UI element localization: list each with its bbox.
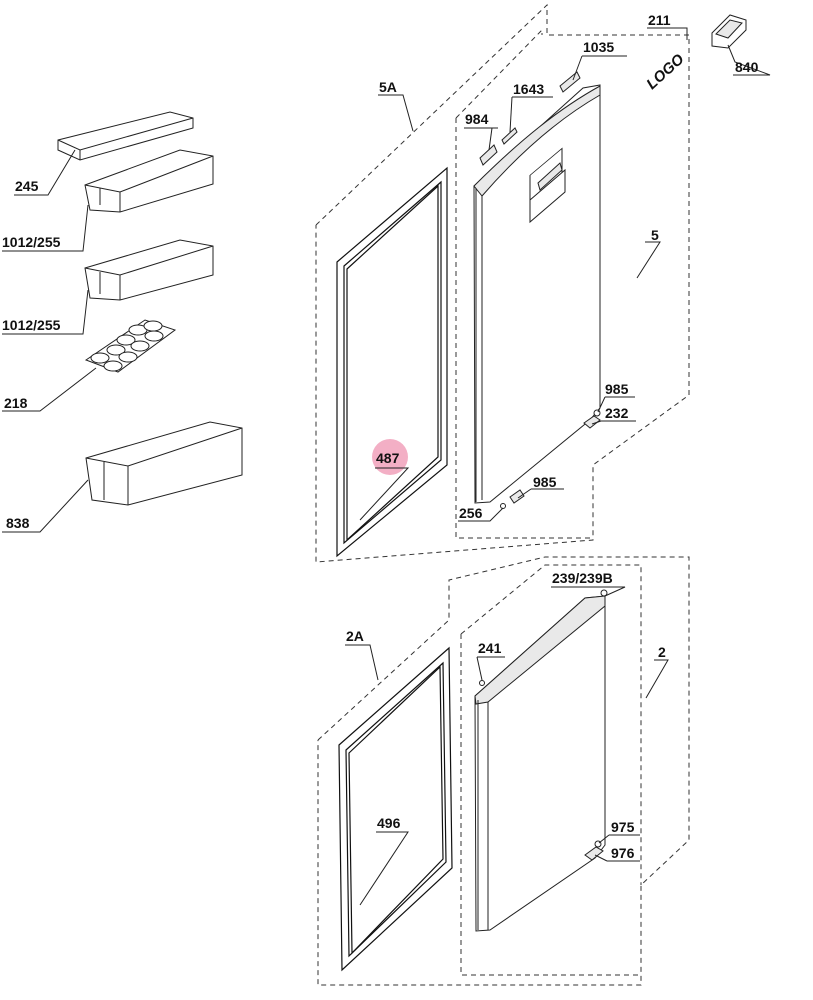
- leader-lines: [2, 27, 771, 906]
- label-985-upper[interactable]: 985: [605, 381, 629, 397]
- label-245[interactable]: 245: [15, 178, 39, 194]
- label-840[interactable]: 840: [735, 59, 759, 75]
- label-1035[interactable]: 1035: [583, 39, 614, 55]
- highlight-marker-487: [372, 439, 408, 475]
- label-487[interactable]: 487: [376, 450, 400, 466]
- label-5[interactable]: 5: [651, 227, 659, 243]
- label-241[interactable]: 241: [478, 640, 502, 656]
- label-985-lower[interactable]: 985: [533, 474, 557, 490]
- part-245-shelf-cover[interactable]: [57, 111, 194, 161]
- label-1012-255-upper[interactable]: 1012/255: [2, 234, 61, 250]
- label-2[interactable]: 2: [658, 644, 666, 660]
- upper-door-display-window: [529, 162, 566, 224]
- label-232[interactable]: 232: [605, 405, 629, 421]
- label-1643[interactable]: 1643: [513, 81, 544, 97]
- label-975[interactable]: 975: [611, 819, 635, 835]
- part-1012-255-door-bin-lower[interactable]: [84, 239, 214, 301]
- part-838-large-door-bin[interactable]: [85, 421, 243, 506]
- part-1012-255-door-bin-upper[interactable]: [84, 149, 214, 213]
- upper-door-hinge-parts: [500, 409, 601, 509]
- part-1643-strip: [501, 127, 518, 145]
- label-239-239B[interactable]: 239/239B: [552, 570, 613, 586]
- part-984-bracket: [479, 144, 498, 166]
- part-1035-handle-insert: [559, 71, 581, 93]
- lower-door-gasket[interactable]: [338, 646, 453, 972]
- label-976[interactable]: 976: [611, 845, 635, 861]
- label-256[interactable]: 256: [459, 505, 483, 521]
- lower-door-dashed-outlines: [317, 556, 690, 986]
- lower-door-top-hinge: [479, 589, 608, 686]
- part-218-egg-tray[interactable]: [84, 319, 177, 373]
- part-labels: 211 840 1035 LOGO 5A 1643 984 5 985 232 …: [2, 12, 759, 861]
- label-838[interactable]: 838: [6, 515, 30, 531]
- label-1012-255-lower[interactable]: 1012/255: [2, 317, 61, 333]
- label-5A[interactable]: 5A: [379, 79, 397, 95]
- label-496[interactable]: 496: [377, 815, 401, 831]
- upper-door-gasket[interactable]: [336, 166, 448, 558]
- upper-door-dashed-outlines: [315, 3, 690, 563]
- part-840-display-module: [711, 14, 747, 49]
- lower-door-bottom-hinge: [584, 840, 604, 861]
- label-984[interactable]: 984: [465, 111, 489, 127]
- label-218[interactable]: 218: [4, 395, 28, 411]
- label-logo: LOGO: [643, 51, 687, 93]
- label-211[interactable]: 211: [648, 12, 671, 28]
- label-2A[interactable]: 2A: [346, 628, 364, 644]
